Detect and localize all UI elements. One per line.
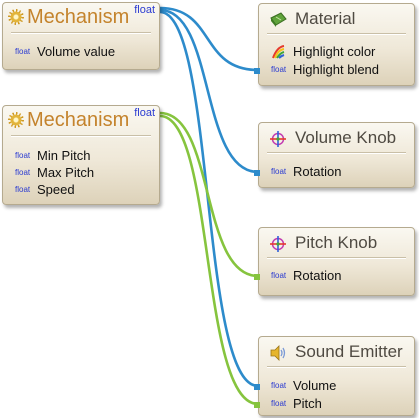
port-min-pitch[interactable]: float Min Pitch	[3, 148, 159, 166]
wire-volume-to-volume-knob[interactable]	[158, 8, 260, 174]
wire-pitch-to-pitch-knob[interactable]	[158, 111, 260, 278]
port-label: Highlight blend	[293, 62, 380, 77]
node-header: Sound Emitter	[259, 337, 414, 368]
port-type: float	[271, 399, 287, 408]
node-header: Pitch Knob	[259, 228, 414, 259]
port-pitch[interactable]: float Pitch	[254, 396, 414, 414]
port-volume[interactable]: float Volume	[254, 378, 414, 396]
material-icon	[270, 12, 287, 27]
port-type: float	[15, 151, 31, 160]
port-type: float	[15, 47, 31, 56]
header-divider	[267, 366, 406, 368]
port-label: Pitch	[293, 396, 322, 411]
input-pin[interactable]	[254, 274, 260, 280]
wire-pitch-to-sound-pitch[interactable]	[158, 114, 260, 406]
port-highlight-color[interactable]: Highlight color	[259, 44, 414, 62]
header-divider	[267, 33, 406, 35]
header-divider	[11, 32, 151, 34]
node-title: Volume Knob	[295, 128, 397, 147]
header-divider	[267, 152, 406, 154]
node-header: Mechanism float	[3, 106, 159, 137]
speaker-icon	[270, 345, 286, 361]
volume-knob-node[interactable]: Volume Knob float Rotation	[254, 122, 415, 188]
sound-emitter-node[interactable]: Sound Emitter float Volume float Pitch	[254, 336, 415, 416]
port-label: Rotation	[293, 268, 342, 283]
port-rotation[interactable]: float Rotation	[254, 164, 414, 182]
node-title: Mechanism	[27, 109, 130, 131]
gear-icon	[8, 9, 24, 25]
port-rotation[interactable]: float Rotation	[254, 268, 414, 286]
header-divider	[11, 135, 151, 137]
node-header: Volume Knob	[259, 123, 414, 154]
crosshair-transform-icon	[270, 131, 286, 147]
wire-volume-to-highlight-blend[interactable]	[158, 6, 260, 72]
mechanism-node-1[interactable]: Mechanism float float Volume value	[2, 2, 160, 70]
port-max-pitch[interactable]: float Max Pitch	[3, 165, 159, 183]
port-speed[interactable]: float Speed	[3, 182, 159, 200]
port-label: Max Pitch	[37, 165, 95, 180]
output-type-label[interactable]: float	[134, 107, 155, 119]
rainbow-brush-icon	[272, 45, 285, 59]
header-divider	[267, 257, 406, 259]
port-label: Rotation	[293, 164, 342, 179]
port-type: float	[271, 381, 287, 390]
input-pin[interactable]	[254, 402, 260, 408]
output-type-label[interactable]: float	[134, 4, 155, 16]
node-title: Pitch Knob	[295, 233, 378, 252]
material-node[interactable]: Material Highlight color float Highlight…	[254, 3, 415, 86]
node-title: Material	[295, 9, 356, 28]
crosshair-transform-icon	[270, 236, 286, 252]
port-label: Speed	[37, 182, 75, 197]
port-type: float	[271, 271, 287, 280]
pitch-knob-node[interactable]: Pitch Knob float Rotation	[254, 227, 415, 296]
port-label: Min Pitch	[37, 148, 91, 163]
input-pin[interactable]	[254, 384, 260, 390]
node-header: Material	[259, 4, 414, 35]
port-volume-value[interactable]: float Volume value	[3, 44, 159, 62]
port-type: float	[271, 65, 287, 74]
port-type: float	[271, 167, 287, 176]
node-title: Sound Emitter	[295, 342, 403, 361]
mechanism-node-2[interactable]: Mechanism float float Min Pitch float Ma…	[2, 105, 160, 205]
node-title: Mechanism	[27, 6, 130, 28]
input-pin[interactable]	[254, 68, 260, 74]
port-label: Volume value	[37, 44, 116, 59]
port-label: Highlight color	[293, 44, 376, 59]
port-label: Volume	[293, 378, 337, 393]
port-type: float	[15, 185, 31, 194]
node-header: Mechanism float	[3, 3, 159, 34]
port-highlight-blend[interactable]: float Highlight blend	[254, 62, 414, 80]
gear-icon	[8, 112, 24, 128]
input-pin[interactable]	[254, 170, 260, 176]
port-type: float	[15, 168, 31, 177]
